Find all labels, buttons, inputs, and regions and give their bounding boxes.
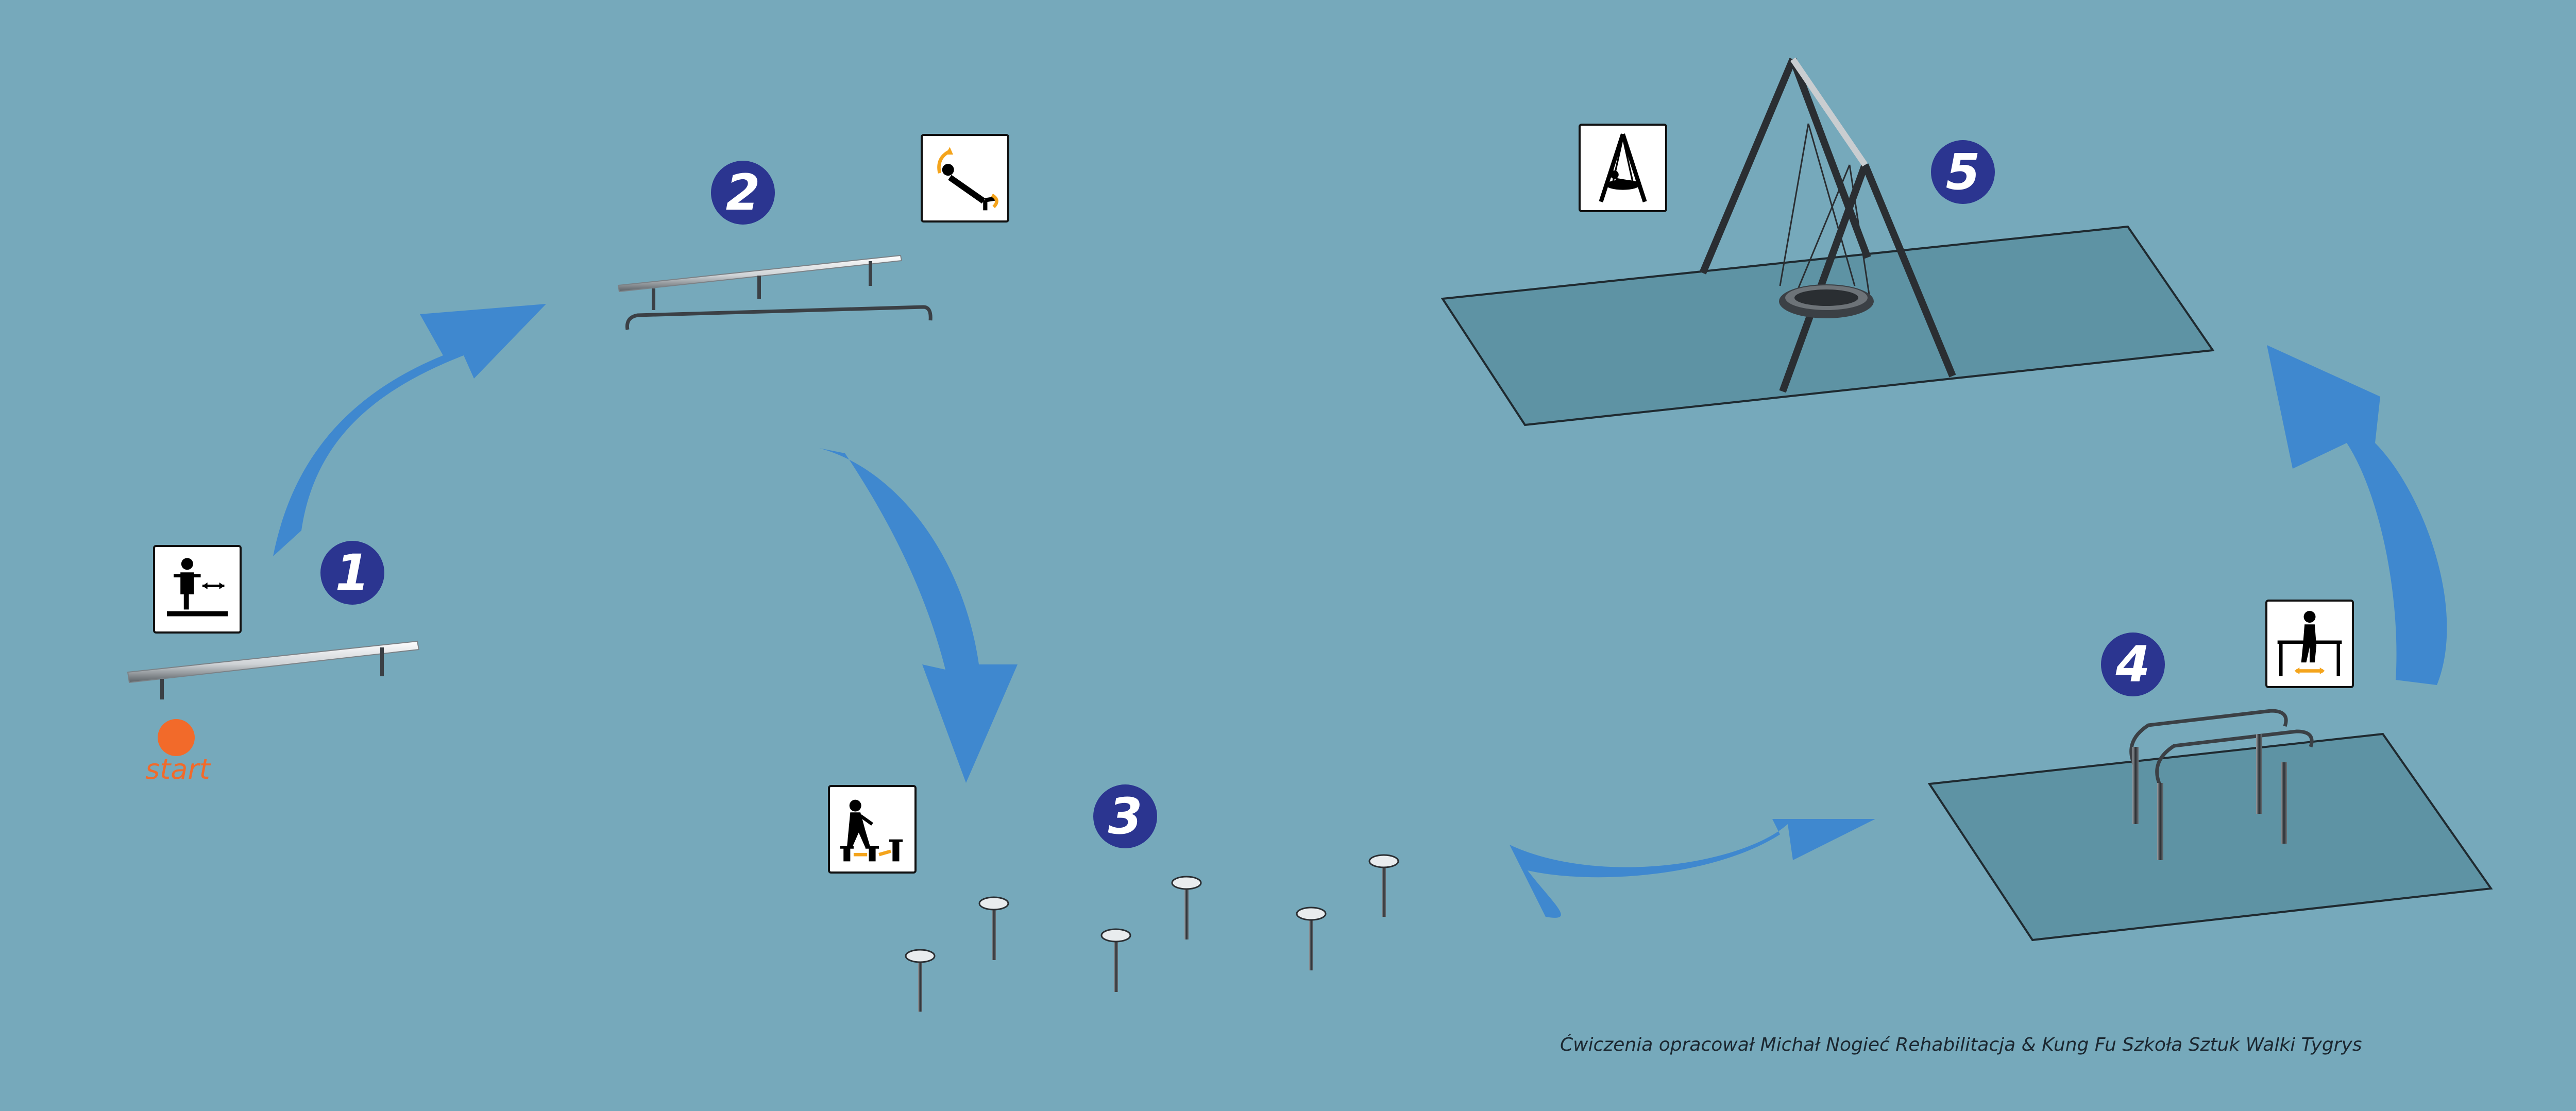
station-number-1: 1 [320,541,384,605]
station-1-balance-beam [127,640,420,699]
parallel-bars-walk-icon [2265,600,2354,688]
start-label: start [145,753,210,785]
balance-beam-walk-icon [153,545,242,634]
stepping-posts-icon [828,785,917,874]
station-number-4: 4 [2101,633,2165,696]
station-4-platform [1927,732,2493,942]
station-2-low-beam [617,254,933,330]
station-5-platform [1440,225,2215,426]
start-marker [158,719,195,756]
station-number-3: 3 [1093,784,1157,848]
flow-arrow-4-to-5 [2267,345,2447,685]
station-3-stepping-posts [905,854,1399,1012]
low-beam-stretch-icon [921,134,1009,223]
station-number-5: 5 [1931,140,1995,204]
station-4-parallel-bars [1927,709,2493,942]
flow-arrow-2-to-3 [819,448,1018,783]
station-5-nest-swing [1440,57,2215,426]
station-number-2: 2 [711,161,775,225]
flow-arrow-1-to-2 [273,304,546,556]
flow-arrow-3-to-4 [1510,819,1875,918]
nest-swing-icon [1579,124,1667,212]
credits-caption: Ćwiczenia opracował Michał Nogieć Rehabi… [1560,1034,2362,1055]
